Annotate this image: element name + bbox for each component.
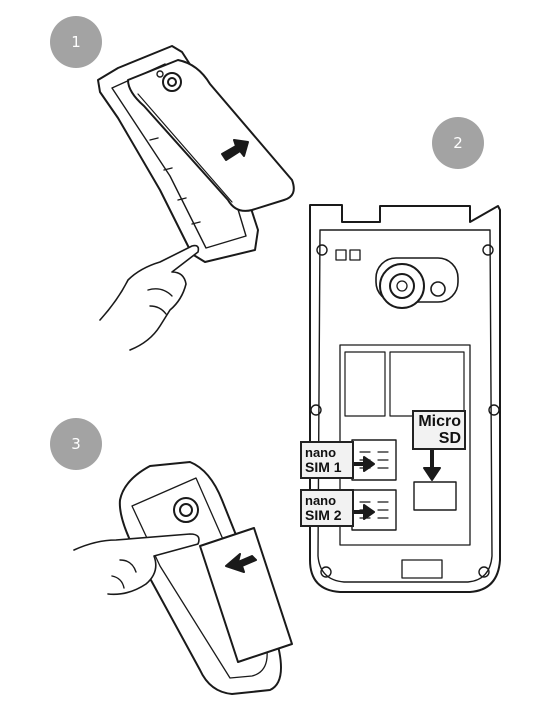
battery — [199, 527, 293, 663]
camera-lens — [389, 273, 415, 299]
screw — [316, 244, 328, 256]
flash — [430, 281, 446, 297]
phone-inner-frame — [111, 63, 247, 249]
hand-step3 — [73, 533, 200, 596]
phone-side-detail — [149, 137, 201, 225]
sim1-arrowhead — [363, 456, 375, 472]
step-3-badge: 3 — [50, 418, 102, 470]
sd-arrowhead — [423, 467, 441, 481]
hand-step1 — [99, 244, 200, 351]
camera-lens-step3 — [179, 503, 193, 517]
screw — [310, 404, 322, 416]
camera-ring — [379, 263, 425, 309]
contact-pad — [335, 249, 347, 261]
phone-back-body — [309, 204, 501, 593]
bottom-connector — [401, 559, 443, 579]
screw — [482, 244, 494, 256]
battery-contact-area — [344, 351, 386, 417]
screw — [488, 404, 500, 416]
step-3-illustration — [73, 461, 293, 695]
cover-camera-lens — [167, 77, 177, 87]
screw — [478, 566, 490, 578]
hand-step3-fingers — [111, 559, 137, 589]
cover-camera-ring — [162, 72, 182, 92]
sim2-arrowhead — [363, 504, 375, 520]
contact-pad — [349, 249, 361, 261]
camera-ring-step3 — [173, 497, 199, 523]
step-2-badge: 2 — [432, 117, 484, 169]
nano-sim2-label: nano SIM 2 — [300, 489, 354, 527]
step-1-illustration — [97, 45, 295, 351]
cover-flash — [156, 70, 164, 78]
step-2-illustration — [309, 204, 501, 593]
step-1-badge: 1 — [50, 16, 102, 68]
step-1-number: 1 — [71, 33, 81, 51]
micro-sd-label: Micro SD — [412, 410, 466, 450]
battery-cover — [127, 59, 295, 212]
camera-lens-inner — [396, 280, 408, 292]
hand-step1-fingers — [147, 288, 173, 315]
slide-arrow-step1 — [221, 139, 249, 161]
screw — [320, 566, 332, 578]
phone-back-inner — [317, 229, 493, 583]
step-3-number: 3 — [71, 435, 81, 453]
sd-holder — [413, 481, 457, 511]
step-2-number: 2 — [453, 134, 463, 152]
insert-arrow-step3 — [225, 553, 257, 573]
nano-sim1-label: nano SIM 1 — [300, 441, 354, 479]
battery-cover-edge — [137, 93, 233, 203]
